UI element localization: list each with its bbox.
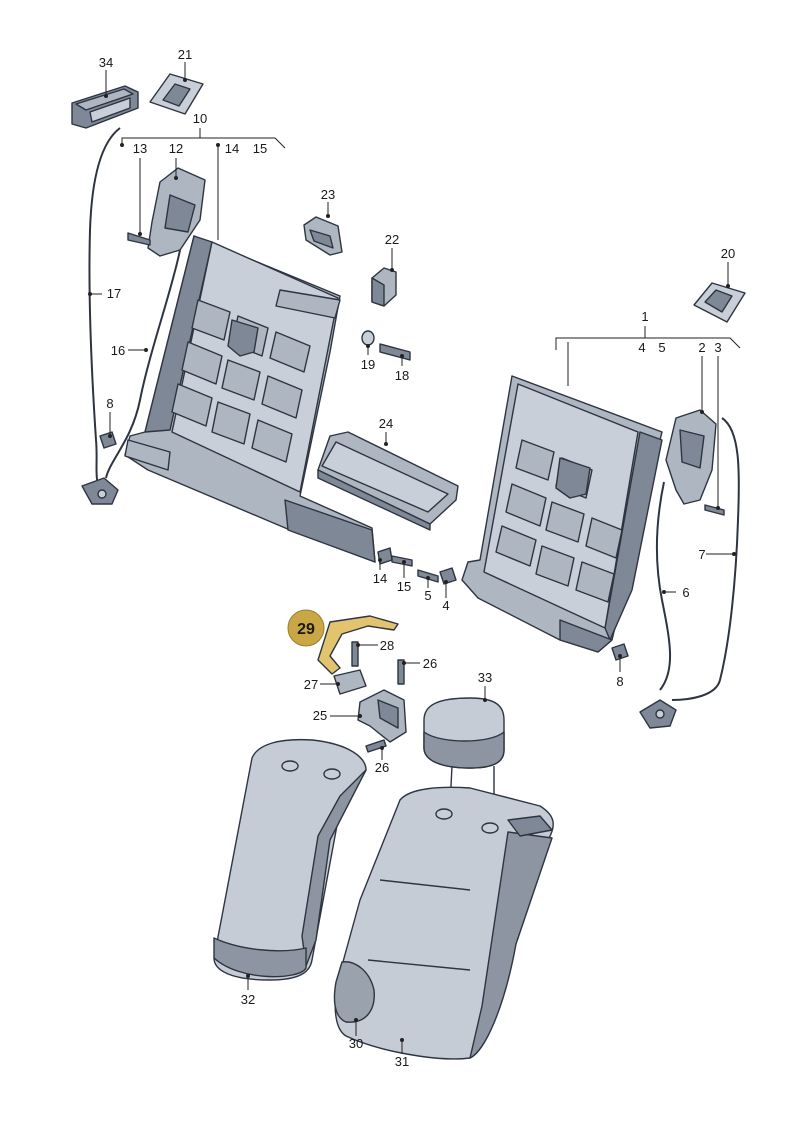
callout-14-bottom: 14 [373, 571, 387, 586]
part-30-foam-patch[interactable] [333, 961, 375, 1023]
part-15-bolt[interactable] [391, 555, 413, 567]
callout-23: 23 [321, 187, 335, 202]
part-23-latch-cover[interactable] [303, 216, 343, 256]
callout-6: 6 [682, 585, 689, 600]
part-26-screw-lower[interactable] [365, 739, 387, 753]
part-32-side-bolster[interactable] [213, 738, 367, 981]
part-8-bushing-right[interactable] [611, 643, 629, 661]
part-bowden-end-left[interactable] [81, 477, 119, 505]
callout-13: 13 [133, 141, 147, 156]
part-25-hinge-bracket[interactable] [357, 689, 407, 743]
part-3-screw[interactable] [704, 504, 725, 516]
callout-1: 1 [641, 309, 648, 324]
callout-5-top: 5 [658, 340, 665, 355]
callout-8-right: 8 [616, 674, 623, 689]
callout-30: 30 [349, 1036, 363, 1051]
callout-34: 34 [99, 55, 113, 70]
part-34-release-handle[interactable] [71, 85, 139, 129]
callout-4-top: 4 [638, 340, 645, 355]
callout-4-bottom: 4 [442, 598, 449, 613]
callout-22: 22 [385, 232, 399, 247]
callout-28: 28 [380, 638, 394, 653]
callout-26-bottom: 26 [375, 760, 389, 775]
callout-18: 18 [395, 368, 409, 383]
part-31-backrest-cover[interactable] [334, 786, 554, 1060]
leader-dots [88, 78, 736, 1042]
part-16-cable[interactable] [105, 249, 181, 479]
part-4-bushing[interactable] [439, 567, 457, 585]
callout-12: 12 [169, 141, 183, 156]
callout-15-top: 15 [253, 141, 267, 156]
callout-27: 27 [304, 677, 318, 692]
part-33-headrest[interactable] [423, 697, 505, 824]
part-26-screw-upper[interactable] [397, 659, 405, 685]
callout-26-top: 26 [423, 656, 437, 671]
part-12-left-lock[interactable] [147, 167, 206, 257]
part-20-trim-bezel[interactable] [693, 282, 746, 323]
callout-29-label: 29 [297, 621, 315, 638]
callout-31: 31 [395, 1054, 409, 1069]
callout-24: 24 [379, 416, 393, 431]
callout-33: 33 [478, 670, 492, 685]
callout-8-left: 8 [106, 396, 113, 411]
callout-19: 19 [361, 357, 375, 372]
callout-15-bottom: 15 [397, 579, 411, 594]
part-29-bracket-highlighted[interactable] [317, 615, 399, 675]
part-7-cable[interactable] [671, 417, 740, 701]
callout-14-top: 14 [225, 141, 239, 156]
part-10-left-backrest-frame[interactable] [124, 235, 376, 563]
part-6-cable[interactable] [655, 481, 671, 691]
callout-3: 3 [714, 340, 721, 355]
part-24-cross-member[interactable] [317, 431, 459, 531]
callout-10: 10 [193, 111, 207, 126]
part-2-right-lock[interactable] [665, 409, 717, 505]
callout-2: 2 [698, 340, 705, 355]
part-13-screw[interactable] [127, 232, 151, 246]
part-22-cap[interactable] [371, 267, 397, 307]
callout-20: 20 [721, 246, 735, 261]
part-17-cable[interactable] [88, 127, 121, 491]
callout-labels: 34 21 10 13 12 14 15 23 22 20 17 1 4 5 2… [99, 47, 735, 1069]
part-21-trim-bezel[interactable] [149, 73, 204, 115]
part-1-right-backrest-frame[interactable] [461, 375, 663, 653]
callout-25: 25 [313, 708, 327, 723]
part-28-screw[interactable] [351, 641, 359, 667]
callout-32: 32 [241, 992, 255, 1007]
part-27-clip[interactable] [333, 669, 367, 695]
callout-16: 16 [111, 343, 125, 358]
part-8-bushing-left[interactable] [99, 431, 117, 449]
leader-lines [90, 62, 741, 1054]
callout-5-bottom: 5 [424, 588, 431, 603]
part-18-bolt[interactable] [379, 343, 411, 361]
callout-29-highlight-badge[interactable]: 29 [287, 609, 325, 647]
callout-17: 17 [107, 286, 121, 301]
frame-pockets-right [495, 439, 623, 603]
callout-7: 7 [698, 547, 705, 562]
part-bowden-end-right[interactable] [639, 699, 677, 729]
part-19-washer[interactable] [361, 330, 375, 346]
callout-21: 21 [178, 47, 192, 62]
